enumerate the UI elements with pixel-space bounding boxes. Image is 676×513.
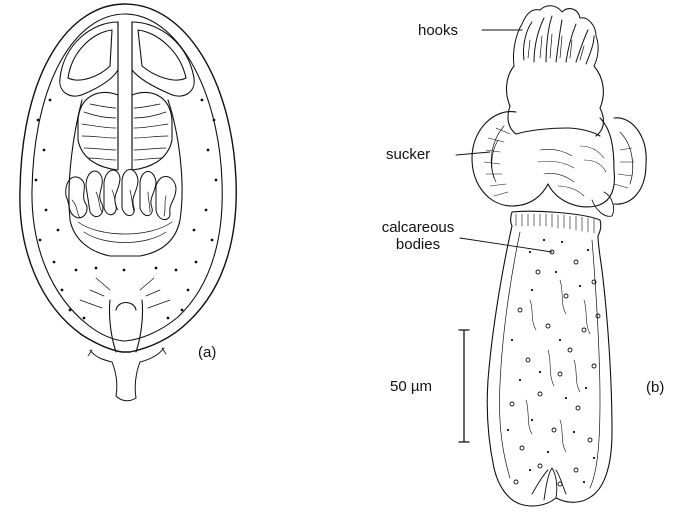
panel-a-label: (a) — [198, 344, 216, 361]
panel-a-drawing — [20, 4, 236, 401]
leader-lines — [456, 30, 552, 252]
calcareous-leader — [460, 238, 552, 252]
left-sucker — [472, 112, 548, 206]
neck-collar — [511, 211, 601, 236]
panel-b-label: (b) — [646, 379, 664, 396]
calcareous-bodies — [510, 250, 600, 486]
sucker-label: sucker — [386, 146, 430, 163]
stipple-a — [35, 99, 218, 320]
scale-bar-label: 50 µm — [390, 378, 432, 395]
right-sucker — [614, 118, 646, 204]
panel-b-drawing — [472, 6, 646, 506]
tail-filament — [90, 348, 164, 401]
calcareous-bodies-label: calcareous bodies — [378, 219, 458, 253]
hooks-label: hooks — [418, 22, 458, 39]
calcareous-label-line1: calcareous — [378, 219, 458, 236]
lower-notch — [109, 300, 142, 352]
scolex-body — [516, 118, 614, 207]
scale-bar — [459, 330, 469, 442]
outer-shell — [20, 4, 236, 352]
sucker-leader — [456, 152, 490, 155]
calcareous-label-line2: bodies — [378, 236, 458, 253]
hooks-cluster — [66, 170, 176, 220]
inner-shell — [32, 14, 222, 341]
hooks-crown — [513, 6, 598, 66]
upper-left-lobe — [60, 22, 118, 96]
head — [507, 66, 604, 136]
